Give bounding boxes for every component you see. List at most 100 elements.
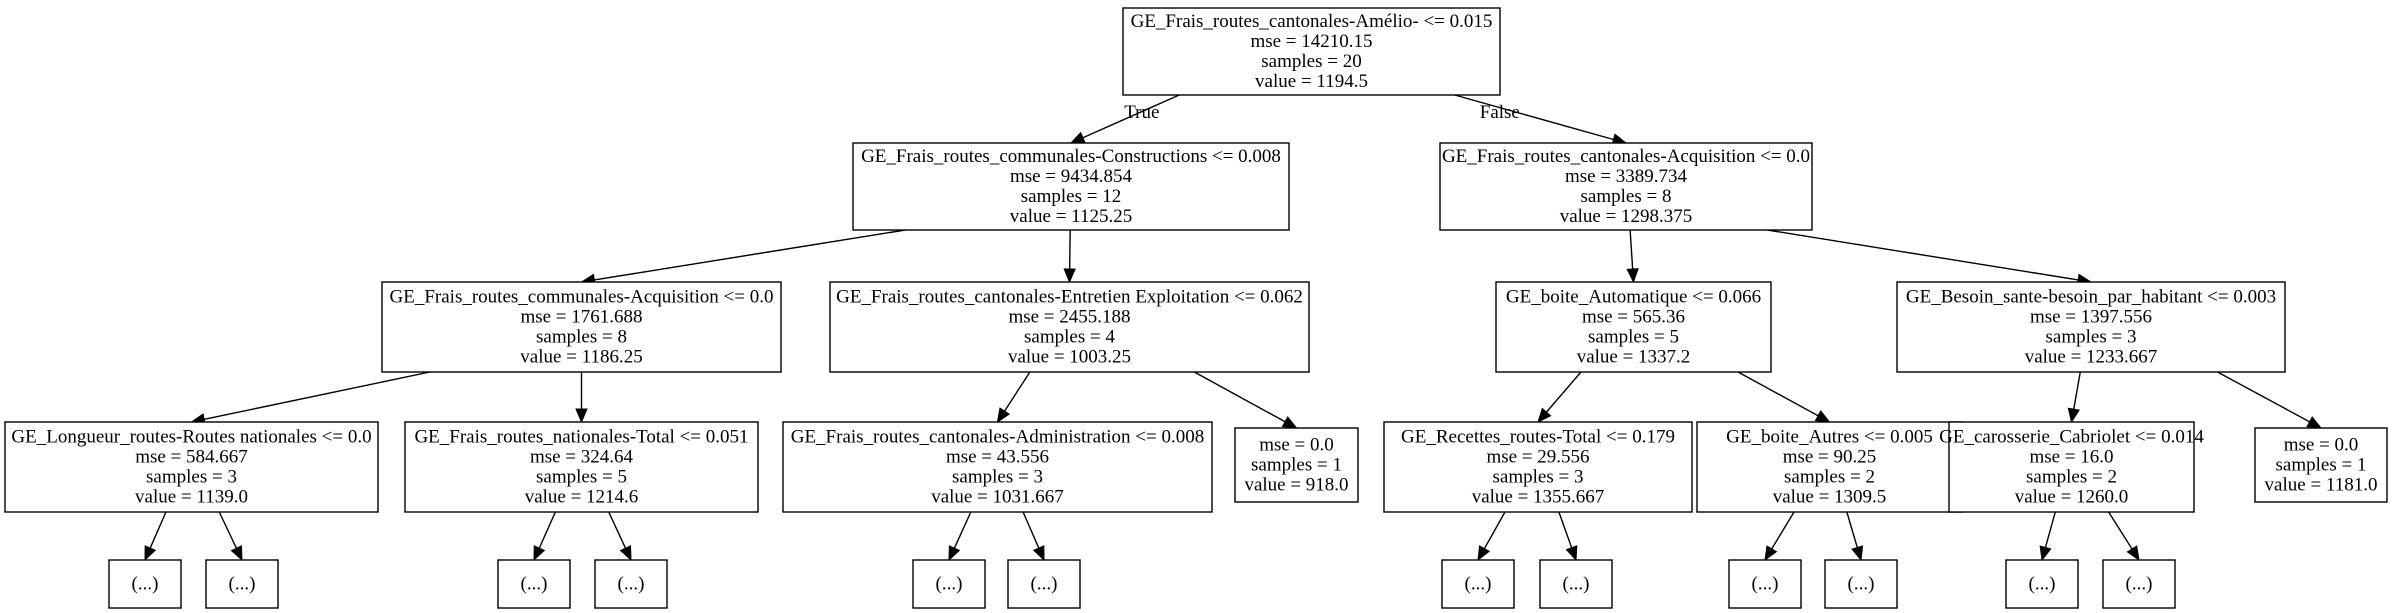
truncated-node: (...) xyxy=(108,559,182,609)
node-line: samples = 12 xyxy=(1021,186,1121,207)
node-line: (...) xyxy=(936,574,963,595)
node-line: mse = 14210.15 xyxy=(1250,31,1372,52)
edge-line xyxy=(608,511,627,549)
edge-line xyxy=(2108,511,2133,550)
arrowhead xyxy=(619,545,632,562)
node-line: value = 1181.0 xyxy=(2265,475,2378,496)
node-line: mse = 2455.188 xyxy=(1008,307,1130,328)
node-line: mse = 584.667 xyxy=(135,447,248,468)
node-box xyxy=(2005,559,2079,609)
truncated-node: (...) xyxy=(1824,559,1898,609)
node-box xyxy=(1896,281,2286,373)
edge-line xyxy=(1068,229,1071,270)
node-line: (...) xyxy=(1563,574,1590,595)
tree-node: GE_Frais_routes_communales-Constructions… xyxy=(852,142,1290,231)
node-line: mse = 0.0 xyxy=(1259,435,1334,456)
node-line: (...) xyxy=(132,574,159,595)
node-line: GE_Frais_routes_cantonales-Entretien Exp… xyxy=(836,287,1303,308)
nodes-layer: GE_Frais_routes_cantonales-Amélio- <= 0.… xyxy=(4,7,2388,609)
edge-line xyxy=(1082,94,1180,139)
tree-edge xyxy=(580,229,906,287)
arrowhead xyxy=(1565,545,1578,562)
node-line: value = 1337.2 xyxy=(1577,347,1691,368)
arrowhead xyxy=(533,545,546,562)
node-line: samples = 2 xyxy=(1784,467,1875,488)
arrowhead xyxy=(1626,268,1639,284)
node-line: (...) xyxy=(1752,574,1779,595)
node-line: samples = 3 xyxy=(2046,327,2137,348)
tree-node: GE_Frais_routes_cantonales-Entretien Exp… xyxy=(829,281,1310,373)
node-box xyxy=(1441,559,1515,609)
node-box xyxy=(852,142,1290,231)
tree-edge xyxy=(1194,371,1298,429)
node-line: value = 1233.667 xyxy=(2025,347,2158,368)
node-line: (...) xyxy=(2126,574,2153,595)
truncated-node: (...) xyxy=(1441,559,1515,609)
arrowhead xyxy=(1281,416,1298,429)
node-box xyxy=(205,559,279,609)
node-box xyxy=(381,281,782,373)
node-line: mse = 1761.688 xyxy=(520,307,642,328)
node-line: mse = 16.0 xyxy=(2029,447,2113,468)
node-line: value = 1355.667 xyxy=(1472,487,1605,508)
node-box xyxy=(1007,559,1081,609)
node-line: mse = 0.0 xyxy=(2284,435,2359,456)
arrowhead xyxy=(2306,416,2323,429)
truncated-node: (...) xyxy=(912,559,986,609)
node-line: value = 1214.6 xyxy=(525,487,639,508)
tree-edge xyxy=(1846,511,1864,562)
arrowhead xyxy=(1477,545,1491,562)
edge-line xyxy=(1558,511,1573,548)
node-line: mse = 90.25 xyxy=(1783,447,1877,468)
tree-edge xyxy=(575,372,588,424)
edge-line xyxy=(1003,371,1031,412)
tree-edge: True xyxy=(1069,94,1180,144)
tree-edge xyxy=(1764,511,1795,562)
tree-edge xyxy=(1022,511,1045,562)
tree-edge xyxy=(608,511,632,562)
node-box xyxy=(1696,421,1963,513)
node-line: mse = 1397.556 xyxy=(2030,307,2152,328)
truncated-node: (...) xyxy=(497,559,571,609)
tree-edge xyxy=(2039,511,2056,562)
edge-line xyxy=(1545,371,1582,413)
node-line: samples = 1 xyxy=(2276,455,2367,476)
edge-line xyxy=(1737,371,1819,417)
node-line: (...) xyxy=(521,574,548,595)
edge-line xyxy=(1194,371,1286,423)
truncated-node: (...) xyxy=(1728,559,1802,609)
node-line: mse = 9434.854 xyxy=(1010,166,1133,187)
truncated-node: (...) xyxy=(205,559,279,609)
tree-edge xyxy=(218,511,243,562)
edge-line xyxy=(1483,511,1506,550)
arrowhead xyxy=(575,408,588,424)
node-line: samples = 5 xyxy=(1588,327,1679,348)
arrowhead xyxy=(1851,545,1864,562)
node-line: samples = 2 xyxy=(2026,467,2117,488)
node-box xyxy=(404,421,759,513)
node-line: GE_Frais_routes_cantonales-Acquisition <… xyxy=(1442,146,1810,167)
tree-node: GE_Frais_routes_cantonales-Acquisition <… xyxy=(1439,142,1813,231)
node-line: samples = 8 xyxy=(536,327,627,348)
tree-node: GE_Besoin_sante-besoin_par_habitant <= 0… xyxy=(1896,281,2286,373)
tree-edge xyxy=(996,371,1031,424)
arrowhead xyxy=(2039,545,2052,562)
node-box xyxy=(2102,559,2176,609)
tree-edge xyxy=(144,511,167,562)
node-box xyxy=(1948,421,2195,513)
tree-node: GE_Longueur_routes-Routes nationales <= … xyxy=(4,421,379,513)
node-line: mse = 29.556 xyxy=(1486,447,1589,468)
edge-line xyxy=(594,229,906,281)
node-line: GE_Frais_routes_cantonales-Administratio… xyxy=(791,427,1205,448)
arrowhead xyxy=(1537,407,1552,423)
edge-line xyxy=(2217,371,2310,423)
node-box xyxy=(1495,281,1772,373)
node-line: (...) xyxy=(1465,574,1492,595)
tree-node: GE_Frais_routes_communales-Acquisition <… xyxy=(381,281,782,373)
tree-edge xyxy=(1537,371,1582,423)
arrowhead xyxy=(1032,545,1045,562)
